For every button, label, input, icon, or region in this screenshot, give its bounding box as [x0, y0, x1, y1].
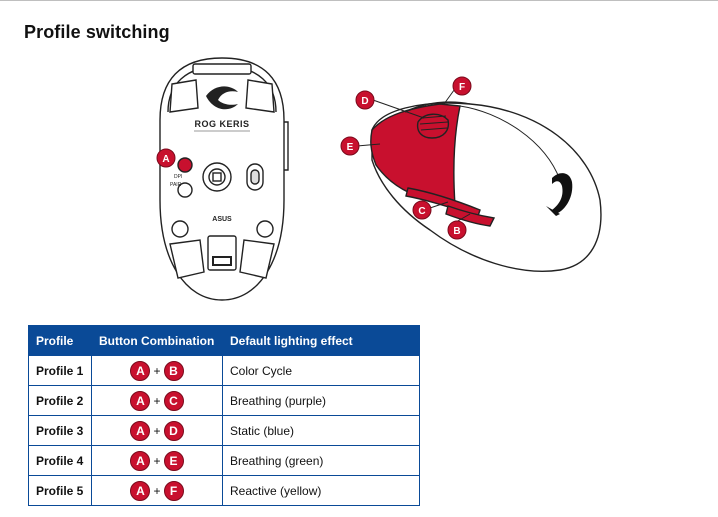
table-row: Profile 3 A + D Static (blue): [28, 415, 420, 446]
effect-cell: Static (blue): [222, 415, 420, 446]
plus-sign: +: [153, 453, 161, 468]
combo-cell: A + B: [91, 355, 223, 386]
key-badge: D: [163, 420, 184, 441]
table-row: Profile 5 A + F Reactive (yellow): [28, 475, 420, 506]
header-button-combination: Button Combination: [91, 325, 223, 356]
effect-cell: Breathing (purple): [222, 385, 420, 416]
marker-c: C: [412, 200, 432, 220]
combo-cell: A + E: [91, 445, 223, 476]
combo-cell: A + C: [91, 385, 223, 416]
key-badge: A: [130, 480, 151, 501]
key-badge: F: [163, 480, 184, 501]
plus-sign: +: [153, 423, 161, 438]
marker-b: B: [447, 220, 467, 240]
combo-cell: A + F: [91, 475, 223, 506]
key-badge: A: [130, 360, 151, 381]
top-rule: [0, 0, 718, 1]
marker-f: F: [452, 76, 472, 96]
key-badge: E: [163, 450, 184, 471]
marker-b-text: B: [453, 226, 460, 237]
plus-sign: +: [153, 483, 161, 498]
key-badge: A: [130, 390, 151, 411]
table-row: Profile 2 A + C Breathing (purple): [28, 385, 420, 416]
header-lighting-effect: Default lighting effect: [222, 325, 420, 356]
leader-lines: [356, 85, 471, 223]
dpi-label: DPI: [174, 174, 182, 180]
effect-cell: Reactive (yellow): [222, 475, 420, 506]
key-badge: B: [163, 360, 184, 381]
marker-f-text: F: [459, 82, 465, 93]
marker-c-text: C: [418, 206, 425, 217]
key-badge: A: [130, 450, 151, 471]
marker-d-text: D: [361, 96, 368, 107]
table-row: Profile 4 A + E Breathing (green): [28, 445, 420, 476]
header-profile: Profile: [28, 325, 92, 356]
profile-cell: Profile 5: [28, 475, 92, 506]
marker-a-bottom: A: [156, 148, 176, 168]
key-badge: A: [130, 420, 151, 441]
page-title: Profile switching: [24, 22, 170, 42]
profile-cell: Profile 1: [28, 355, 92, 386]
profile-table: Profile Button Combination Default light…: [28, 325, 420, 506]
mouse-illustration: ROG KERIS DPI PAIR ASUS A: [156, 57, 602, 301]
marker-a-text: A: [162, 154, 169, 165]
plus-sign: +: [153, 393, 161, 408]
effect-cell: Breathing (green): [222, 445, 420, 476]
profile-cell: Profile 2: [28, 385, 92, 416]
marker-d: D: [355, 90, 375, 110]
profile-cell: Profile 4: [28, 445, 92, 476]
combo-cell: A + D: [91, 415, 223, 446]
table-row: Profile 1 A + B Color Cycle: [28, 355, 420, 386]
marker-e: E: [340, 136, 360, 156]
asus-logo: ASUS: [212, 216, 232, 223]
pair-label: PAIR: [170, 182, 182, 188]
mouse-side-view: [370, 101, 602, 272]
brand-text: ROG KERIS: [194, 119, 249, 129]
profile-cell: Profile 3: [28, 415, 92, 446]
key-badge: C: [163, 390, 184, 411]
table-header-row: Profile Button Combination Default light…: [28, 325, 420, 356]
plus-sign: +: [153, 363, 161, 378]
mouse-bottom-view: ROG KERIS DPI PAIR ASUS: [159, 57, 289, 301]
marker-e-text: E: [347, 142, 354, 153]
effect-cell: Color Cycle: [222, 355, 420, 386]
